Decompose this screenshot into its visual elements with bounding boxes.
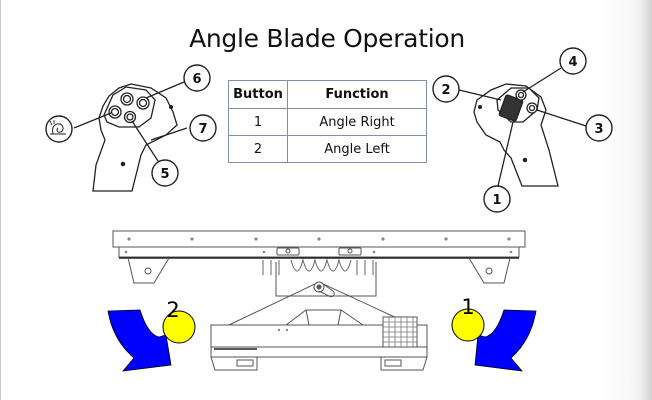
cell-button: 1: [228, 108, 288, 136]
callout-label: 1: [492, 193, 501, 208]
callout-label: 6: [192, 72, 201, 87]
header-button: Button: [228, 80, 288, 109]
table-row: 1 Angle Right: [228, 108, 427, 136]
left-callout-5: 5: [151, 159, 179, 187]
right-callout-1: 1: [483, 185, 511, 213]
callout-label: 3: [594, 122, 603, 137]
cell-function: Angle Right: [287, 108, 427, 136]
callout-label: 2: [441, 83, 450, 98]
callout-label: 5: [160, 167, 169, 182]
right-joystick-illustration: [458, 67, 587, 187]
callout-label: 7: [198, 122, 207, 137]
left-callout-7: 7: [189, 114, 217, 142]
left-joystick-illustration: [73, 81, 188, 192]
callout-label: 4: [568, 55, 577, 70]
snail-icon: [45, 115, 73, 143]
table-row: 2 Angle Left: [228, 135, 427, 163]
angle-right-arrow: 1: [451, 295, 537, 372]
angle-left-arrow: 2: [107, 298, 196, 372]
left-callout-6: 6: [183, 64, 211, 92]
slide-title: Angle Blade Operation: [189, 24, 465, 53]
arrow-label-1: 1: [461, 295, 474, 319]
blade-assembly-illustration: [112, 230, 526, 371]
right-callout-4: 4: [559, 47, 587, 75]
right-callout-2: 2: [432, 75, 460, 103]
header-function: Function: [287, 80, 427, 109]
button-function-table: Button Function 1 Angle Right 2 Angle Le…: [228, 80, 427, 163]
arrow-label-2: 2: [166, 298, 179, 322]
right-callout-3: 3: [585, 114, 613, 142]
table-header-row: Button Function: [228, 80, 427, 109]
cell-function: Angle Left: [287, 135, 427, 163]
